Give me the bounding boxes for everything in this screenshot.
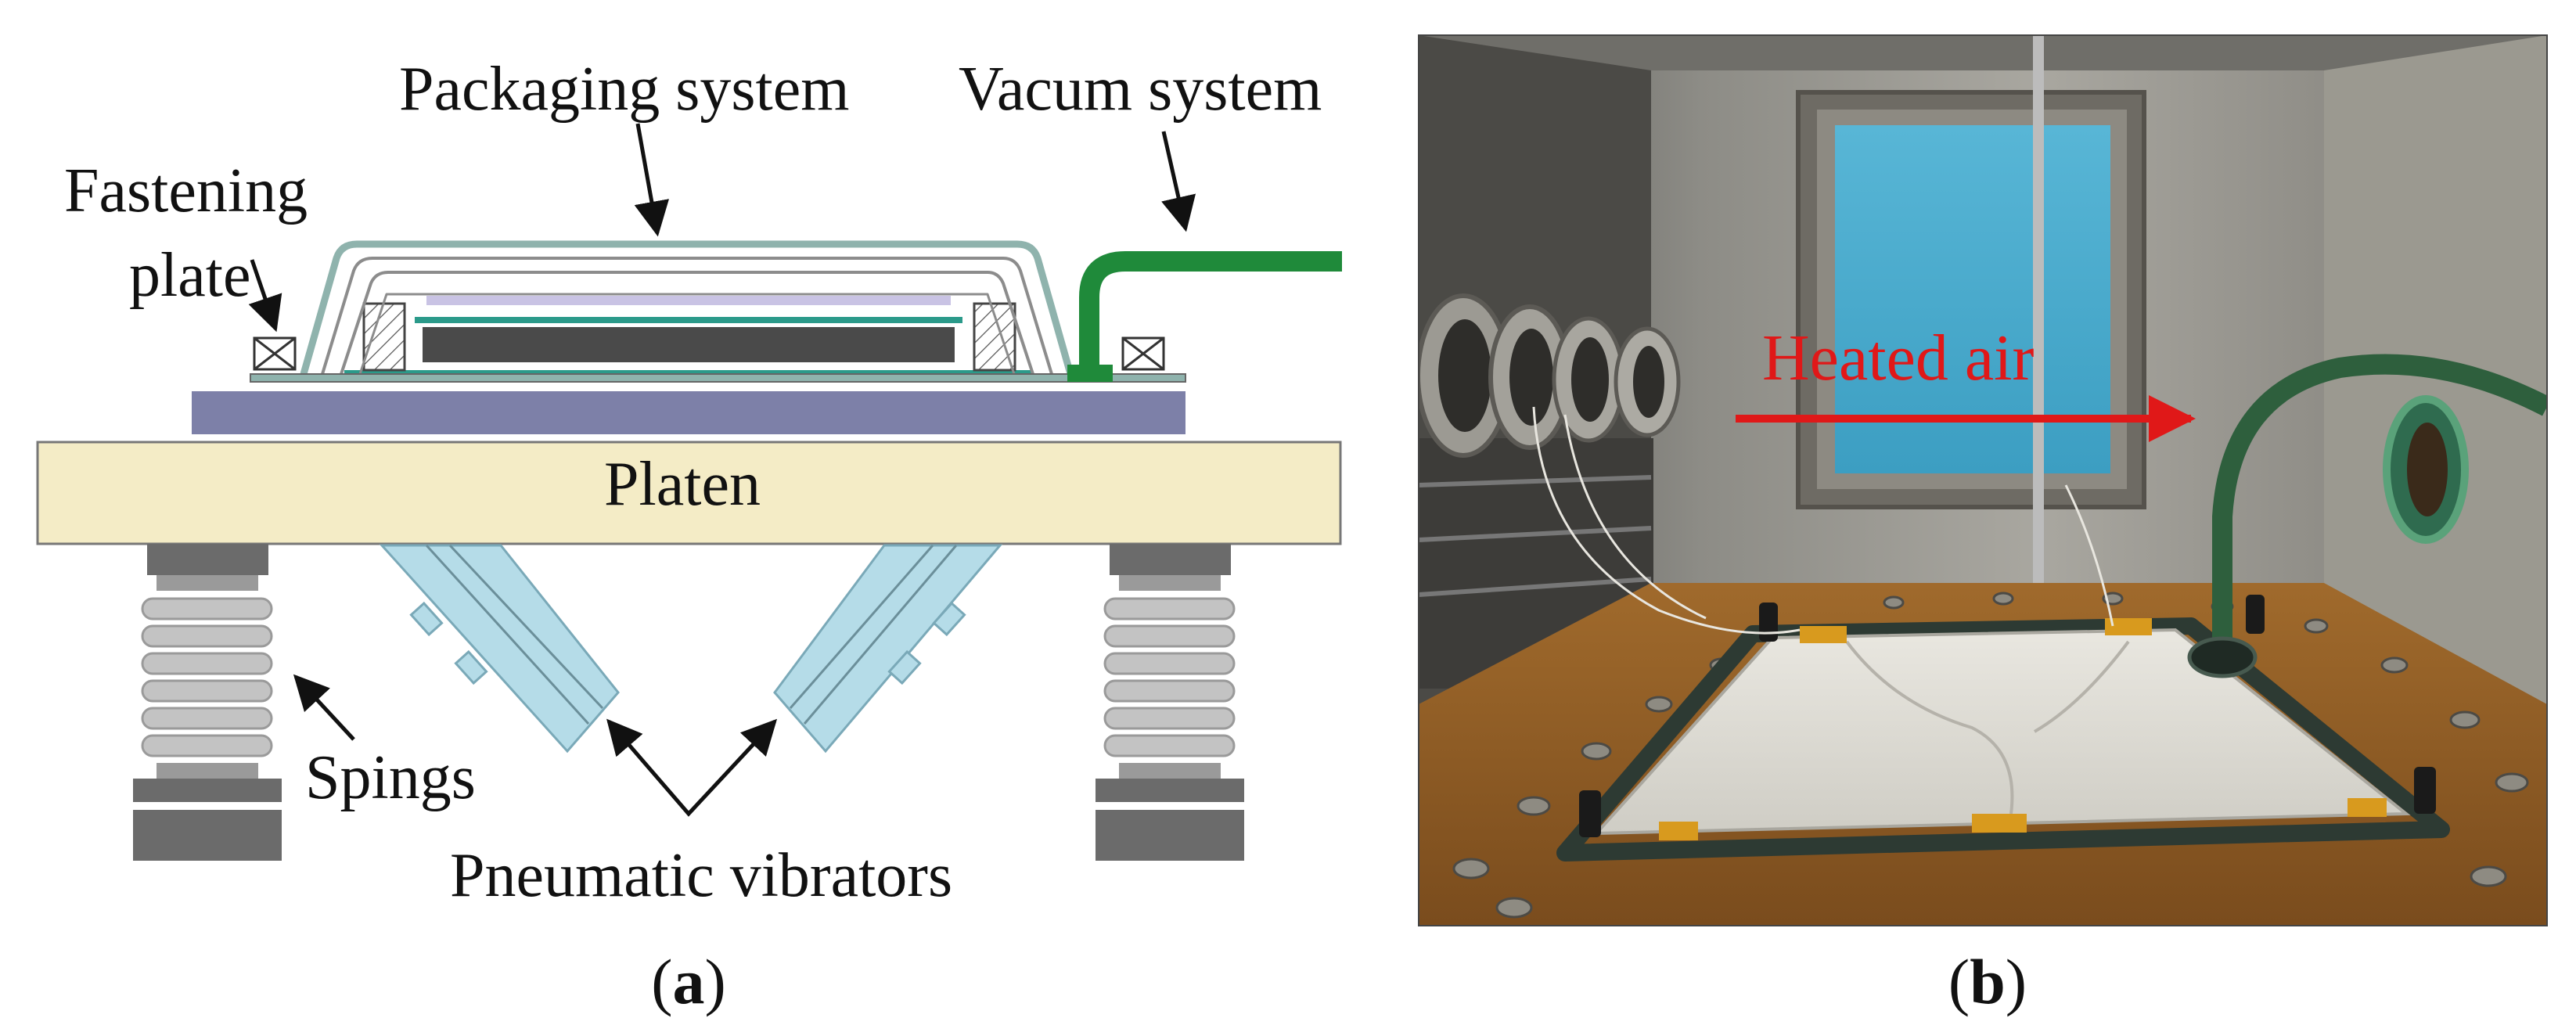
arrow-fastening-plate xyxy=(248,259,282,333)
label-packaging-system: Packaging system xyxy=(399,55,849,124)
vacuum-hose xyxy=(1079,251,1342,372)
caption-a: (a) xyxy=(651,946,726,1017)
fixture-frame xyxy=(1556,617,2450,862)
label-pneumatic-vibrators: Pneumatic vibrators xyxy=(450,841,952,910)
clamp-knobs xyxy=(1579,595,2436,837)
pneumatic-vibrator-left xyxy=(379,544,620,754)
arrow-packaging-system xyxy=(634,123,670,237)
platen xyxy=(36,441,1342,545)
release-film xyxy=(426,296,951,305)
teal-film-bottom xyxy=(344,370,1033,376)
vacuum-bag xyxy=(1592,628,2411,836)
spacer-left xyxy=(362,302,406,372)
panel-a-schematic: Packaging system Vacum system Fastening … xyxy=(36,55,1342,1017)
vacuum-port xyxy=(1067,365,1113,382)
caption-b-letter: b xyxy=(1970,946,2006,1017)
fastening-plate-right xyxy=(1121,336,1165,371)
caption-a-letter: a xyxy=(673,946,705,1017)
bag-flange xyxy=(250,373,1186,383)
heated-air-label: Heated air xyxy=(1762,322,2034,394)
laminate-stack xyxy=(423,327,955,362)
label-springs: Spings xyxy=(305,743,476,812)
chamber-ceiling xyxy=(1419,35,2547,70)
arrow-pneumatic-vibrators xyxy=(606,718,778,817)
spring-left xyxy=(133,544,282,861)
pneumatic-vibrator-right xyxy=(773,544,1003,754)
label-platen: Platen xyxy=(604,450,761,519)
vacuum-hose-photo xyxy=(2212,354,2547,638)
vacuum-port-photo xyxy=(2187,636,2258,678)
base-plate xyxy=(192,391,1185,434)
spring-right xyxy=(1096,544,1244,861)
fastening-plate-left xyxy=(253,336,297,371)
arrow-springs xyxy=(293,674,355,741)
packaging-bag xyxy=(300,240,1074,376)
label-plate: plate xyxy=(129,241,250,310)
thermocouple-wires xyxy=(1532,406,2114,635)
label-vacum-system: Vacum system xyxy=(959,55,1322,124)
teal-film-top xyxy=(415,317,962,323)
arrow-vacum-system xyxy=(1161,131,1196,232)
caption-b: (b) xyxy=(1948,946,2027,1017)
thermocouple-rod xyxy=(2033,35,2044,599)
sealant-tape xyxy=(1659,618,2387,840)
label-fastening: Fastening xyxy=(64,156,308,225)
panel-b-photo: Heated air (b) xyxy=(1418,34,2548,1017)
